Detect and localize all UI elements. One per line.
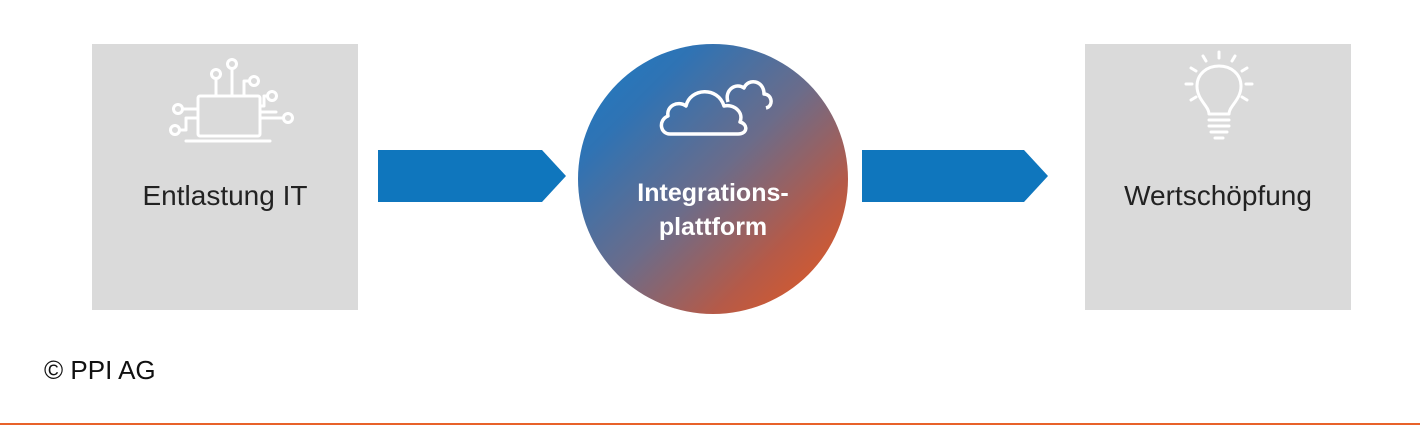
lightbulb-icon <box>1184 50 1254 140</box>
hub-label-line1: Integrations- <box>637 179 789 207</box>
wertschoepfung-label: Wertschöpfung <box>1124 180 1312 211</box>
arrow-right-shape-1 <box>378 150 566 202</box>
arrow-right-shape-2 <box>862 150 1048 202</box>
laptop-network-icon <box>169 58 294 143</box>
integrationsplattform-hub: Integrations- plattform <box>578 44 848 314</box>
footer-rule <box>0 423 1420 425</box>
wertschoepfung-box: Wertschöpfung <box>1085 44 1351 310</box>
cloud-icon <box>659 80 773 136</box>
entlastung-it-box: Entlastung IT <box>92 44 358 310</box>
hub-label: Integrations- plattform <box>578 176 848 244</box>
hub-label-line2: plattform <box>658 213 768 241</box>
copyright-text: © PPI AG <box>44 355 156 385</box>
entlastung-it-label: Entlastung IT <box>142 180 308 211</box>
